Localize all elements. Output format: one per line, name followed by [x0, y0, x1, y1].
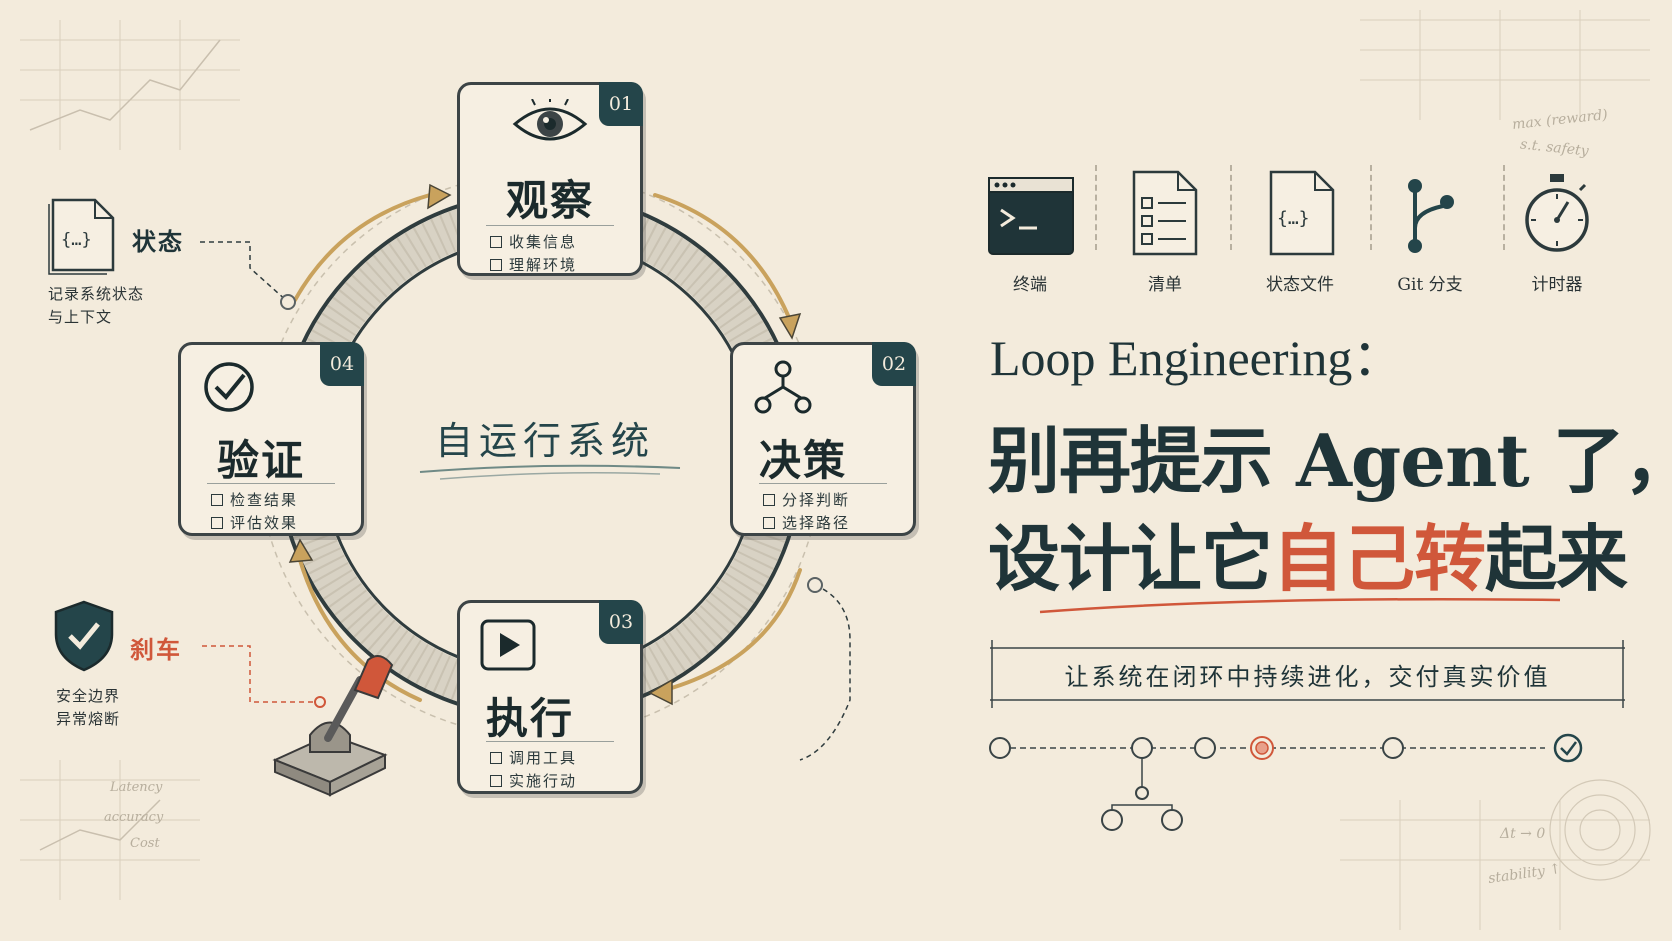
step-number: 01	[599, 82, 643, 126]
check-circle-icon	[139, 359, 319, 419]
step-item: 分择判断	[763, 489, 850, 510]
step-number: 04	[320, 342, 364, 386]
loop-step-execute: 03 执行 调用工具 实施行动	[457, 600, 643, 794]
branch-nodes-icon	[693, 359, 873, 419]
git-branch-icon	[1401, 176, 1461, 260]
headline-line3-a: 设计让它	[988, 516, 1273, 601]
headline-line3: 设计让它自己转起来	[988, 500, 1628, 605]
step-item: 检查结果	[211, 489, 298, 510]
step-item: 收集信息	[490, 231, 577, 252]
step-number: 03	[599, 600, 643, 644]
step-item: 调用工具	[490, 747, 577, 768]
loop-step-verify: 04 验证 检查结果 评估效果	[178, 342, 364, 536]
tool-label: Git 分支	[1397, 275, 1463, 295]
step-item: 实施行动	[490, 770, 577, 791]
brake-label: 刹车	[130, 635, 182, 664]
svg-text:{…}: {…}	[61, 230, 92, 250]
headline-line3-c: 起来	[1485, 516, 1628, 601]
note-cost: Cost	[130, 836, 160, 851]
tool-label: 清单	[1148, 275, 1182, 295]
subtitle: 让系统在闭环中持续进化，交付真实价值	[1064, 663, 1551, 691]
headline-line1: Loop Engineering：	[990, 330, 1403, 386]
step-title: 决策	[758, 436, 847, 485]
step-title: 执行	[485, 694, 574, 743]
step-title: 观察	[505, 176, 594, 225]
state-desc-2: 与上下文	[48, 308, 113, 326]
note-delta-t: Δt → 0	[1500, 826, 1546, 842]
eye-icon	[460, 97, 640, 153]
svg-text:{…}: {…}	[1277, 208, 1310, 229]
headline-highlight: 自己转	[1272, 516, 1486, 601]
loop-center-label: 自运行系统	[434, 419, 655, 463]
file-braces-icon: {…}	[1269, 170, 1335, 260]
note-latency: Latency	[110, 780, 163, 795]
state-desc-1: 记录系统状态	[48, 285, 145, 303]
tool-label: 终端	[1013, 275, 1047, 295]
center-underline	[419, 464, 681, 480]
headline-line2: 别再提示 Agent 了，	[988, 418, 1672, 503]
brake-lever-icon	[272, 655, 394, 797]
state-label: 状态	[132, 227, 184, 256]
loop-step-decide: 02 决策 分择判断 选择路径	[730, 342, 916, 536]
brake-desc-1: 安全边界	[56, 687, 121, 705]
note-accuracy: accuracy	[104, 810, 164, 825]
step-title: 验证	[216, 436, 305, 485]
step-item: 评估效果	[211, 512, 298, 533]
tool-label: 状态文件	[1266, 275, 1334, 295]
file-braces-icon: {…}	[45, 190, 120, 279]
step-number: 02	[872, 342, 916, 386]
stopwatch-icon	[1522, 172, 1592, 260]
terminal-icon	[987, 176, 1075, 260]
step-item: 理解环境	[490, 254, 577, 275]
brake-desc-2: 异常熔断	[56, 710, 121, 728]
checklist-icon	[1132, 170, 1198, 260]
tool-label: 计时器	[1531, 275, 1583, 295]
shield-check-icon	[52, 598, 116, 676]
loop-step-observe: 01 观察 收集信息 理解环境	[457, 82, 643, 276]
step-item: 选择路径	[763, 512, 850, 533]
play-icon	[418, 617, 598, 677]
